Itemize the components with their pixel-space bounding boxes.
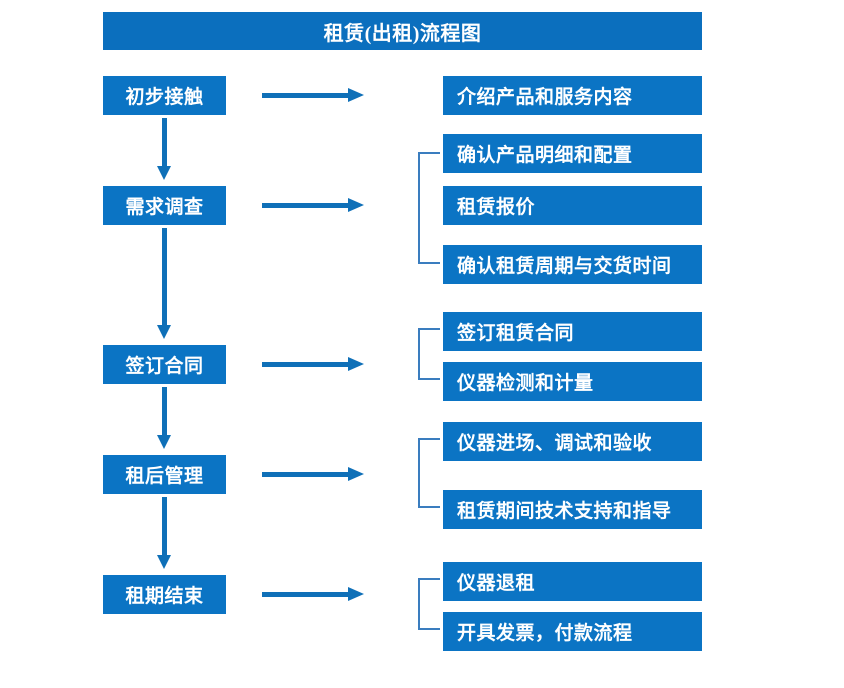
arrow-head bbox=[348, 587, 364, 601]
arrow-right-1 bbox=[262, 88, 364, 102]
arrow-right-3 bbox=[262, 357, 364, 371]
arrow-shaft bbox=[262, 362, 350, 367]
group-bracket-2 bbox=[418, 152, 440, 264]
detail-box-2-3[interactable]: 确认租赁周期与交货时间 bbox=[443, 245, 702, 284]
arrow-shaft bbox=[162, 497, 167, 555]
detail-box-4-1[interactable]: 仪器进场、调试和验收 bbox=[443, 422, 702, 461]
arrow-right-2 bbox=[262, 198, 364, 212]
arrow-head bbox=[157, 555, 171, 569]
detail-box-4-2[interactable]: 租赁期间技术支持和指导 bbox=[443, 490, 702, 529]
arrow-head bbox=[348, 467, 364, 481]
arrow-down-3 bbox=[157, 387, 171, 449]
stage-box-1[interactable]: 初步接触 bbox=[103, 76, 226, 115]
detail-box-3-2[interactable]: 仪器检测和计量 bbox=[443, 362, 702, 401]
stage-box-4[interactable]: 租后管理 bbox=[103, 455, 226, 494]
arrow-head bbox=[157, 325, 171, 339]
detail-box-1-1[interactable]: 介绍产品和服务内容 bbox=[443, 76, 702, 115]
stage-box-5[interactable]: 租期结束 bbox=[103, 575, 226, 614]
group-bracket-5 bbox=[418, 578, 440, 630]
chart-title: 租赁(出租)流程图 bbox=[103, 12, 702, 50]
arrow-right-4 bbox=[262, 467, 364, 481]
detail-box-2-2[interactable]: 租赁报价 bbox=[443, 186, 702, 225]
arrow-down-1 bbox=[157, 118, 171, 180]
detail-box-3-1[interactable]: 签订租赁合同 bbox=[443, 312, 702, 351]
arrow-down-4 bbox=[157, 497, 171, 569]
detail-box-5-1[interactable]: 仪器退租 bbox=[443, 562, 702, 601]
arrow-shaft bbox=[162, 118, 167, 166]
detail-box-5-2[interactable]: 开具发票，付款流程 bbox=[443, 612, 702, 651]
arrow-shaft bbox=[162, 387, 167, 435]
detail-box-2-1[interactable]: 确认产品明细和配置 bbox=[443, 134, 702, 173]
arrow-shaft bbox=[262, 472, 350, 477]
arrow-right-5 bbox=[262, 587, 364, 601]
arrow-head bbox=[348, 357, 364, 371]
arrow-shaft bbox=[262, 93, 350, 98]
arrow-head bbox=[157, 166, 171, 180]
arrow-shaft bbox=[262, 592, 350, 597]
arrow-head bbox=[348, 198, 364, 212]
arrow-shaft bbox=[262, 203, 350, 208]
arrow-down-2 bbox=[157, 228, 171, 339]
group-bracket-4 bbox=[418, 438, 440, 508]
arrow-head bbox=[348, 88, 364, 102]
arrow-shaft bbox=[162, 228, 167, 325]
stage-box-3[interactable]: 签订合同 bbox=[103, 345, 226, 384]
group-bracket-3 bbox=[418, 328, 440, 380]
arrow-head bbox=[157, 435, 171, 449]
stage-box-2[interactable]: 需求调查 bbox=[103, 186, 226, 225]
